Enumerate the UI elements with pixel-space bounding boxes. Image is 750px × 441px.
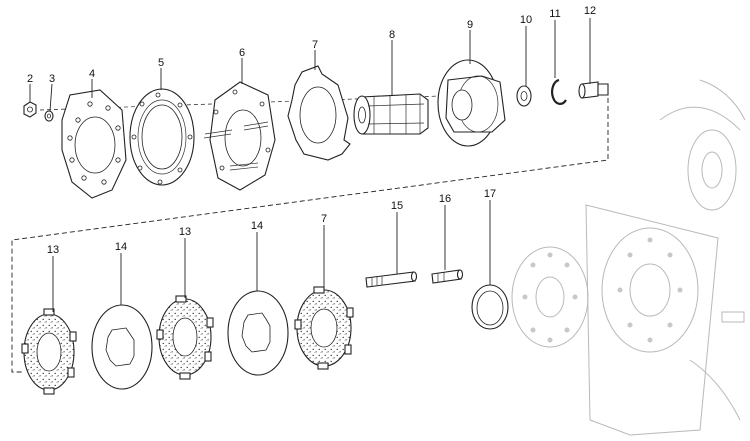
label-part-17: 17 xyxy=(484,188,496,200)
label-part-2: 2 xyxy=(27,73,33,85)
part-14-steel-plate-b xyxy=(227,290,289,376)
label-part-12: 12 xyxy=(584,5,596,17)
part-7-friction-disc-bottom xyxy=(294,286,354,370)
label-part-15: 15 xyxy=(391,200,403,212)
label-part-9: 9 xyxy=(467,19,473,31)
label-part-14-b: 14 xyxy=(251,220,263,232)
label-part-7-top: 7 xyxy=(312,39,318,51)
part-4-plate xyxy=(61,89,127,199)
part-12-bolt xyxy=(578,81,609,99)
part-13-friction-disc-b xyxy=(156,295,214,380)
label-part-3: 3 xyxy=(49,73,55,85)
label-part-10: 10 xyxy=(520,14,532,26)
part-8-splined-shaft xyxy=(353,93,429,135)
part-6-stud-plate xyxy=(203,81,276,191)
background-assembly-ghost xyxy=(511,79,746,436)
label-part-4: 4 xyxy=(89,68,95,80)
part-labels: 2 3 4 5 6 7 8 9 10 11 12 13 14 13 14 7 1… xyxy=(27,5,596,256)
part-13-friction-disc-a xyxy=(21,308,77,395)
label-part-16: 16 xyxy=(439,193,451,205)
part-7-disc-top xyxy=(287,65,351,161)
label-part-13-b: 13 xyxy=(179,226,191,238)
part-14-steel-plate-a xyxy=(91,304,153,390)
part-17-seal-ring xyxy=(471,284,509,330)
label-part-11: 11 xyxy=(549,8,560,20)
part-16-pin xyxy=(431,269,464,284)
label-part-14-a: 14 xyxy=(115,241,127,253)
part-2-nut xyxy=(23,101,37,118)
label-part-13-a: 13 xyxy=(47,244,59,256)
part-10-washer xyxy=(516,85,532,107)
part-3-washer xyxy=(44,110,54,122)
label-part-8: 8 xyxy=(389,29,395,41)
part-15-pin xyxy=(365,271,418,288)
part-11-snap-ring xyxy=(551,78,567,105)
leader-lines xyxy=(29,18,591,312)
part-5-ring xyxy=(129,88,195,186)
label-part-7-bottom: 7 xyxy=(321,213,327,225)
label-part-5: 5 xyxy=(158,57,164,69)
part-9-hub xyxy=(437,59,506,147)
label-part-6: 6 xyxy=(239,47,245,59)
